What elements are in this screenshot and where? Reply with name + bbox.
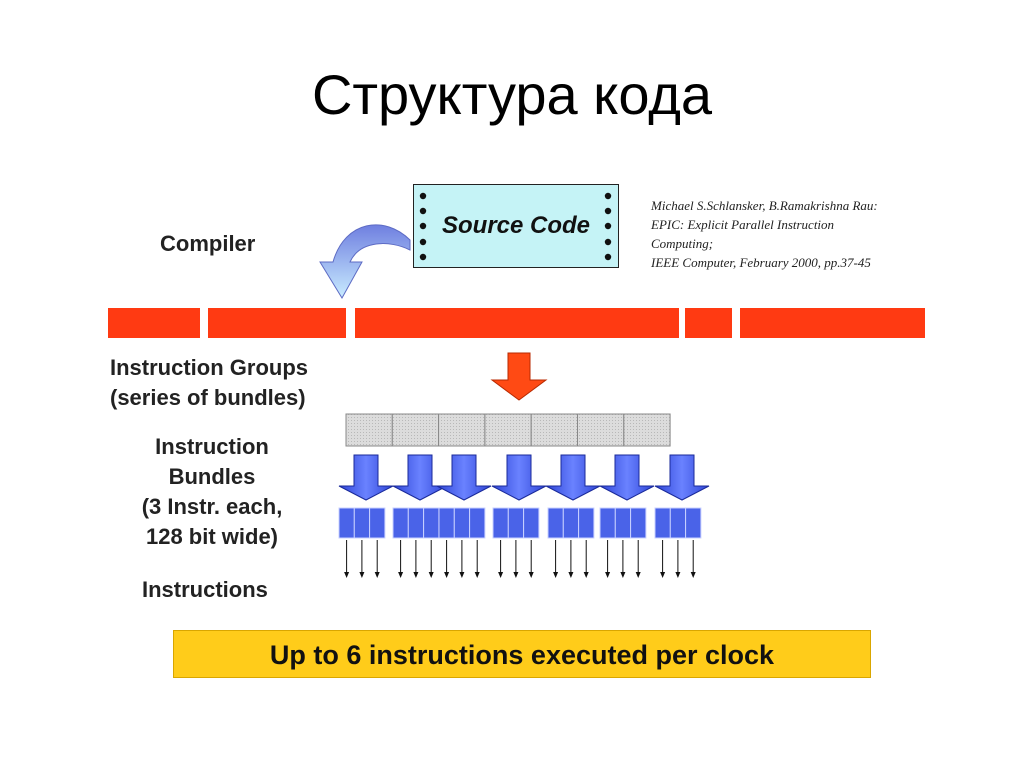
instruction-arrowhead-4-1 (498, 572, 504, 578)
instruction-slot-1-2 (353, 507, 371, 539)
bundle-strip-cell-1 (345, 413, 393, 447)
expand-down-arrow (490, 352, 548, 401)
instruction-bundles-label-line1: Instruction (155, 434, 269, 459)
source-code-label: Source Code (441, 212, 591, 239)
source-box-dot-right-2 (604, 207, 612, 215)
slide-title: Структура кода (311, 63, 713, 126)
instruction-slot-7-3 (685, 507, 702, 539)
bundle-strip-cell-2 (391, 413, 440, 447)
instruction-slot-3-3 (469, 507, 486, 539)
source-box-dot-left-2 (419, 207, 427, 215)
bundle-arrow-5 (545, 454, 601, 501)
instruction-arrowhead-6-3 (635, 572, 641, 578)
instruction-slot-4-3 (523, 507, 540, 539)
instruction-slot-1-3 (369, 507, 386, 539)
source-box-dot-right-5 (604, 253, 612, 261)
instruction-slot-6-1 (599, 507, 616, 539)
instruction-arrowhead-2-1 (398, 572, 404, 578)
instruction-bundles-label-line4: 128 bit wide) (145, 524, 279, 549)
instruction-arrowhead-6-2 (620, 572, 626, 578)
instruction-slot-4-1 (492, 507, 509, 539)
instruction-slot-6-3 (630, 507, 647, 539)
instruction-groups-label-line1: Instruction Groups (110, 355, 308, 380)
instruction-group-bar-5 (740, 308, 925, 338)
instruction-group-bar-3 (355, 308, 679, 338)
source-box-dot-left-5 (419, 253, 427, 261)
instruction-slot-2-1 (392, 507, 409, 539)
instruction-slot-2-2 (407, 507, 425, 539)
instruction-arrowhead-4-3 (528, 572, 534, 578)
instruction-slot-7-1 (654, 507, 671, 539)
instruction-arrowhead-5-1 (553, 572, 559, 578)
bundle-strip-cell-7 (623, 413, 671, 447)
instruction-arrowhead-5-2 (568, 572, 574, 578)
source-box-dot-right-4 (604, 238, 612, 246)
instruction-slot-4-2 (507, 507, 525, 539)
source-box-dot-left-1 (419, 192, 427, 200)
instruction-arrowhead-7-1 (660, 572, 666, 578)
bundle-arrow-3 (436, 454, 492, 501)
source-box-dot-left-4 (419, 238, 427, 246)
instruction-slot-3-1 (438, 507, 455, 539)
citation: Michael S.Schlansker, B.Ramakrishna Rau:… (651, 196, 878, 272)
instruction-arrowhead-7-2 (675, 572, 681, 578)
instruction-slot-3-2 (453, 507, 471, 539)
bundle-arrow-1 (338, 454, 394, 501)
instruction-arrowhead-6-1 (605, 572, 611, 578)
bundle-arrow-6 (599, 454, 655, 501)
citation-line4: IEEE Computer, February 2000, pp.37-45 (651, 255, 871, 270)
citation-line1: Michael S.Schlansker, B.Ramakrishna Rau: (651, 198, 878, 213)
citation-line2: EPIC: Explicit Parallel Instruction (651, 217, 835, 232)
bundle-strip-cell-3 (438, 413, 486, 447)
bundle-strip-cell-4 (484, 413, 532, 447)
instruction-bundles-label-line3: (3 Instr. each, (141, 494, 283, 519)
instruction-slot-1-1 (338, 507, 355, 539)
source-box-dot-right-3 (604, 222, 612, 230)
source-code-box: Source Code (413, 184, 619, 268)
instruction-arrowhead-1-3 (374, 572, 380, 578)
instruction-group-bar-2 (208, 308, 346, 338)
instruction-bundles-label: Instruction Bundles (3 Instr. each, 128 … (112, 432, 312, 552)
instruction-group-bar-4 (685, 308, 732, 338)
instruction-slot-5-2 (562, 507, 580, 539)
instruction-arrowhead-2-2 (413, 572, 419, 578)
instruction-arrowhead-2-3 (428, 572, 434, 578)
instruction-arrowhead-3-2 (459, 572, 465, 578)
instructions-label: Instructions (142, 577, 268, 602)
instruction-bundles-label-line2: Bundles (168, 464, 256, 489)
instruction-arrowhead-1-1 (344, 572, 350, 578)
source-box-dot-right-1 (604, 192, 612, 200)
instruction-slot-2-3 (423, 507, 440, 539)
instruction-arrowhead-5-3 (583, 572, 589, 578)
instruction-arrowhead-1-2 (359, 572, 365, 578)
instruction-slot-7-2 (669, 507, 687, 539)
bundle-arrow-7 (654, 454, 710, 501)
instruction-groups-label-line2: (series of bundles) (110, 385, 306, 410)
compiler-label: Compiler (160, 231, 256, 256)
instruction-slot-6-2 (614, 507, 632, 539)
citation-line3: Computing; (651, 236, 714, 251)
bundle-strip-cell-6 (577, 413, 625, 447)
compiler-curved-arrow (319, 224, 411, 299)
instruction-arrowhead-4-2 (513, 572, 519, 578)
instruction-arrowhead-7-3 (690, 572, 696, 578)
instruction-slot-5-3 (578, 507, 595, 539)
bundle-strip-cell-5 (530, 413, 579, 447)
instruction-arrowhead-3-1 (444, 572, 450, 578)
bundle-arrow-2 (392, 454, 448, 501)
instruction-slot-5-1 (547, 507, 564, 539)
instruction-arrowhead-3-3 (474, 572, 480, 578)
bundle-arrow-4 (491, 454, 547, 501)
instruction-group-bar-1 (108, 308, 200, 338)
throughput-banner: Up to 6 instructions executed per clock (173, 630, 871, 678)
source-box-dot-left-3 (419, 222, 427, 230)
instruction-groups-label: Instruction Groups (series of bundles) (110, 353, 308, 413)
